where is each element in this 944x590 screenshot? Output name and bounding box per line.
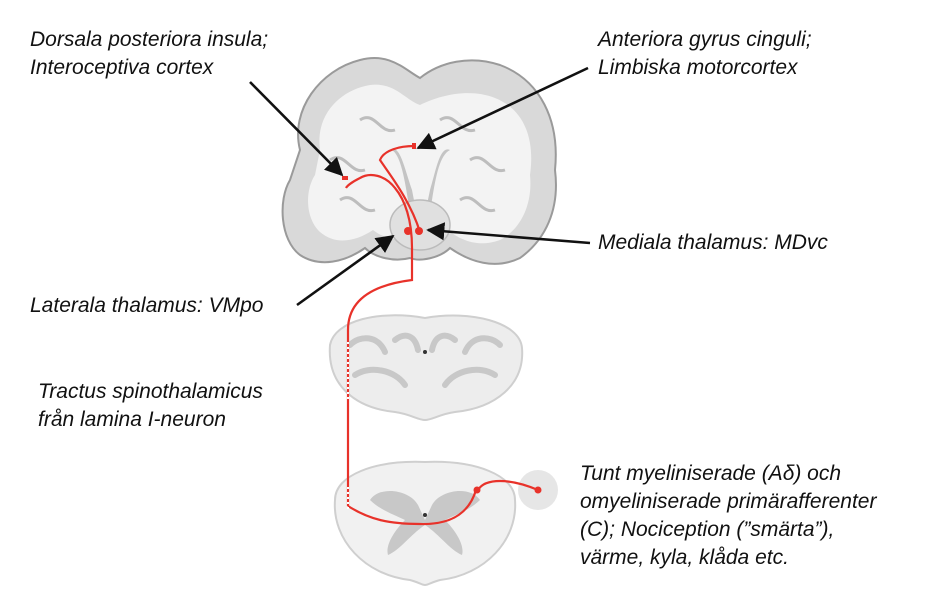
label-anterior-cingulate-line2: Limbiska motorcortex bbox=[598, 56, 798, 79]
label-medial-thalamus-line1: Mediala thalamus: MDvc bbox=[598, 231, 828, 254]
label-anterior-cingulate-line1: Anteriora gyrus cinguli; bbox=[598, 28, 812, 51]
label-afferents-line1: Tunt myeliniserade (Aδ) och bbox=[580, 462, 842, 485]
label-anterior-cingulate: Anteriora gyrus cinguli; Limbiska motorc… bbox=[598, 26, 812, 82]
label-afferents-line2: omyeliniserade primärafferenter bbox=[580, 490, 877, 513]
label-primary-afferents: Tunt myeliniserade (Aδ) och omyelinisera… bbox=[580, 460, 876, 572]
medulla-cross-section bbox=[328, 314, 524, 422]
label-lateral-thalamus: Laterala thalamus: VMpo bbox=[30, 292, 263, 320]
label-arrows bbox=[249, 66, 591, 307]
spinothalamic-pathway bbox=[345, 144, 539, 526]
label-spinothalamic-line2: från lamina I-neuron bbox=[38, 408, 226, 431]
label-afferents-line4: värme, kyla, klåda etc. bbox=[580, 546, 789, 569]
label-dorsal-insula-line2: Interoceptiva cortex bbox=[30, 56, 214, 79]
label-medial-thalamus: Mediala thalamus: MDvc bbox=[598, 229, 828, 257]
brain-coronal-section bbox=[281, 57, 557, 265]
label-lateral-thalamus-line1: Laterala thalamus: VMpo bbox=[30, 294, 264, 317]
label-dorsal-insula-line1: Dorsala posteriora insula; bbox=[30, 28, 269, 51]
label-spinothalamic-tract: Tractus spinothalamicus från lamina I-ne… bbox=[38, 378, 263, 434]
pathway-synapses bbox=[342, 143, 542, 494]
label-afferents-line3: (C); Nociception (”smärta”), bbox=[580, 518, 835, 541]
label-dorsal-posterior-insula: Dorsala posteriora insula; Interoceptiva… bbox=[30, 26, 268, 82]
label-spinothalamic-line1: Tractus spinothalamicus bbox=[38, 380, 263, 403]
